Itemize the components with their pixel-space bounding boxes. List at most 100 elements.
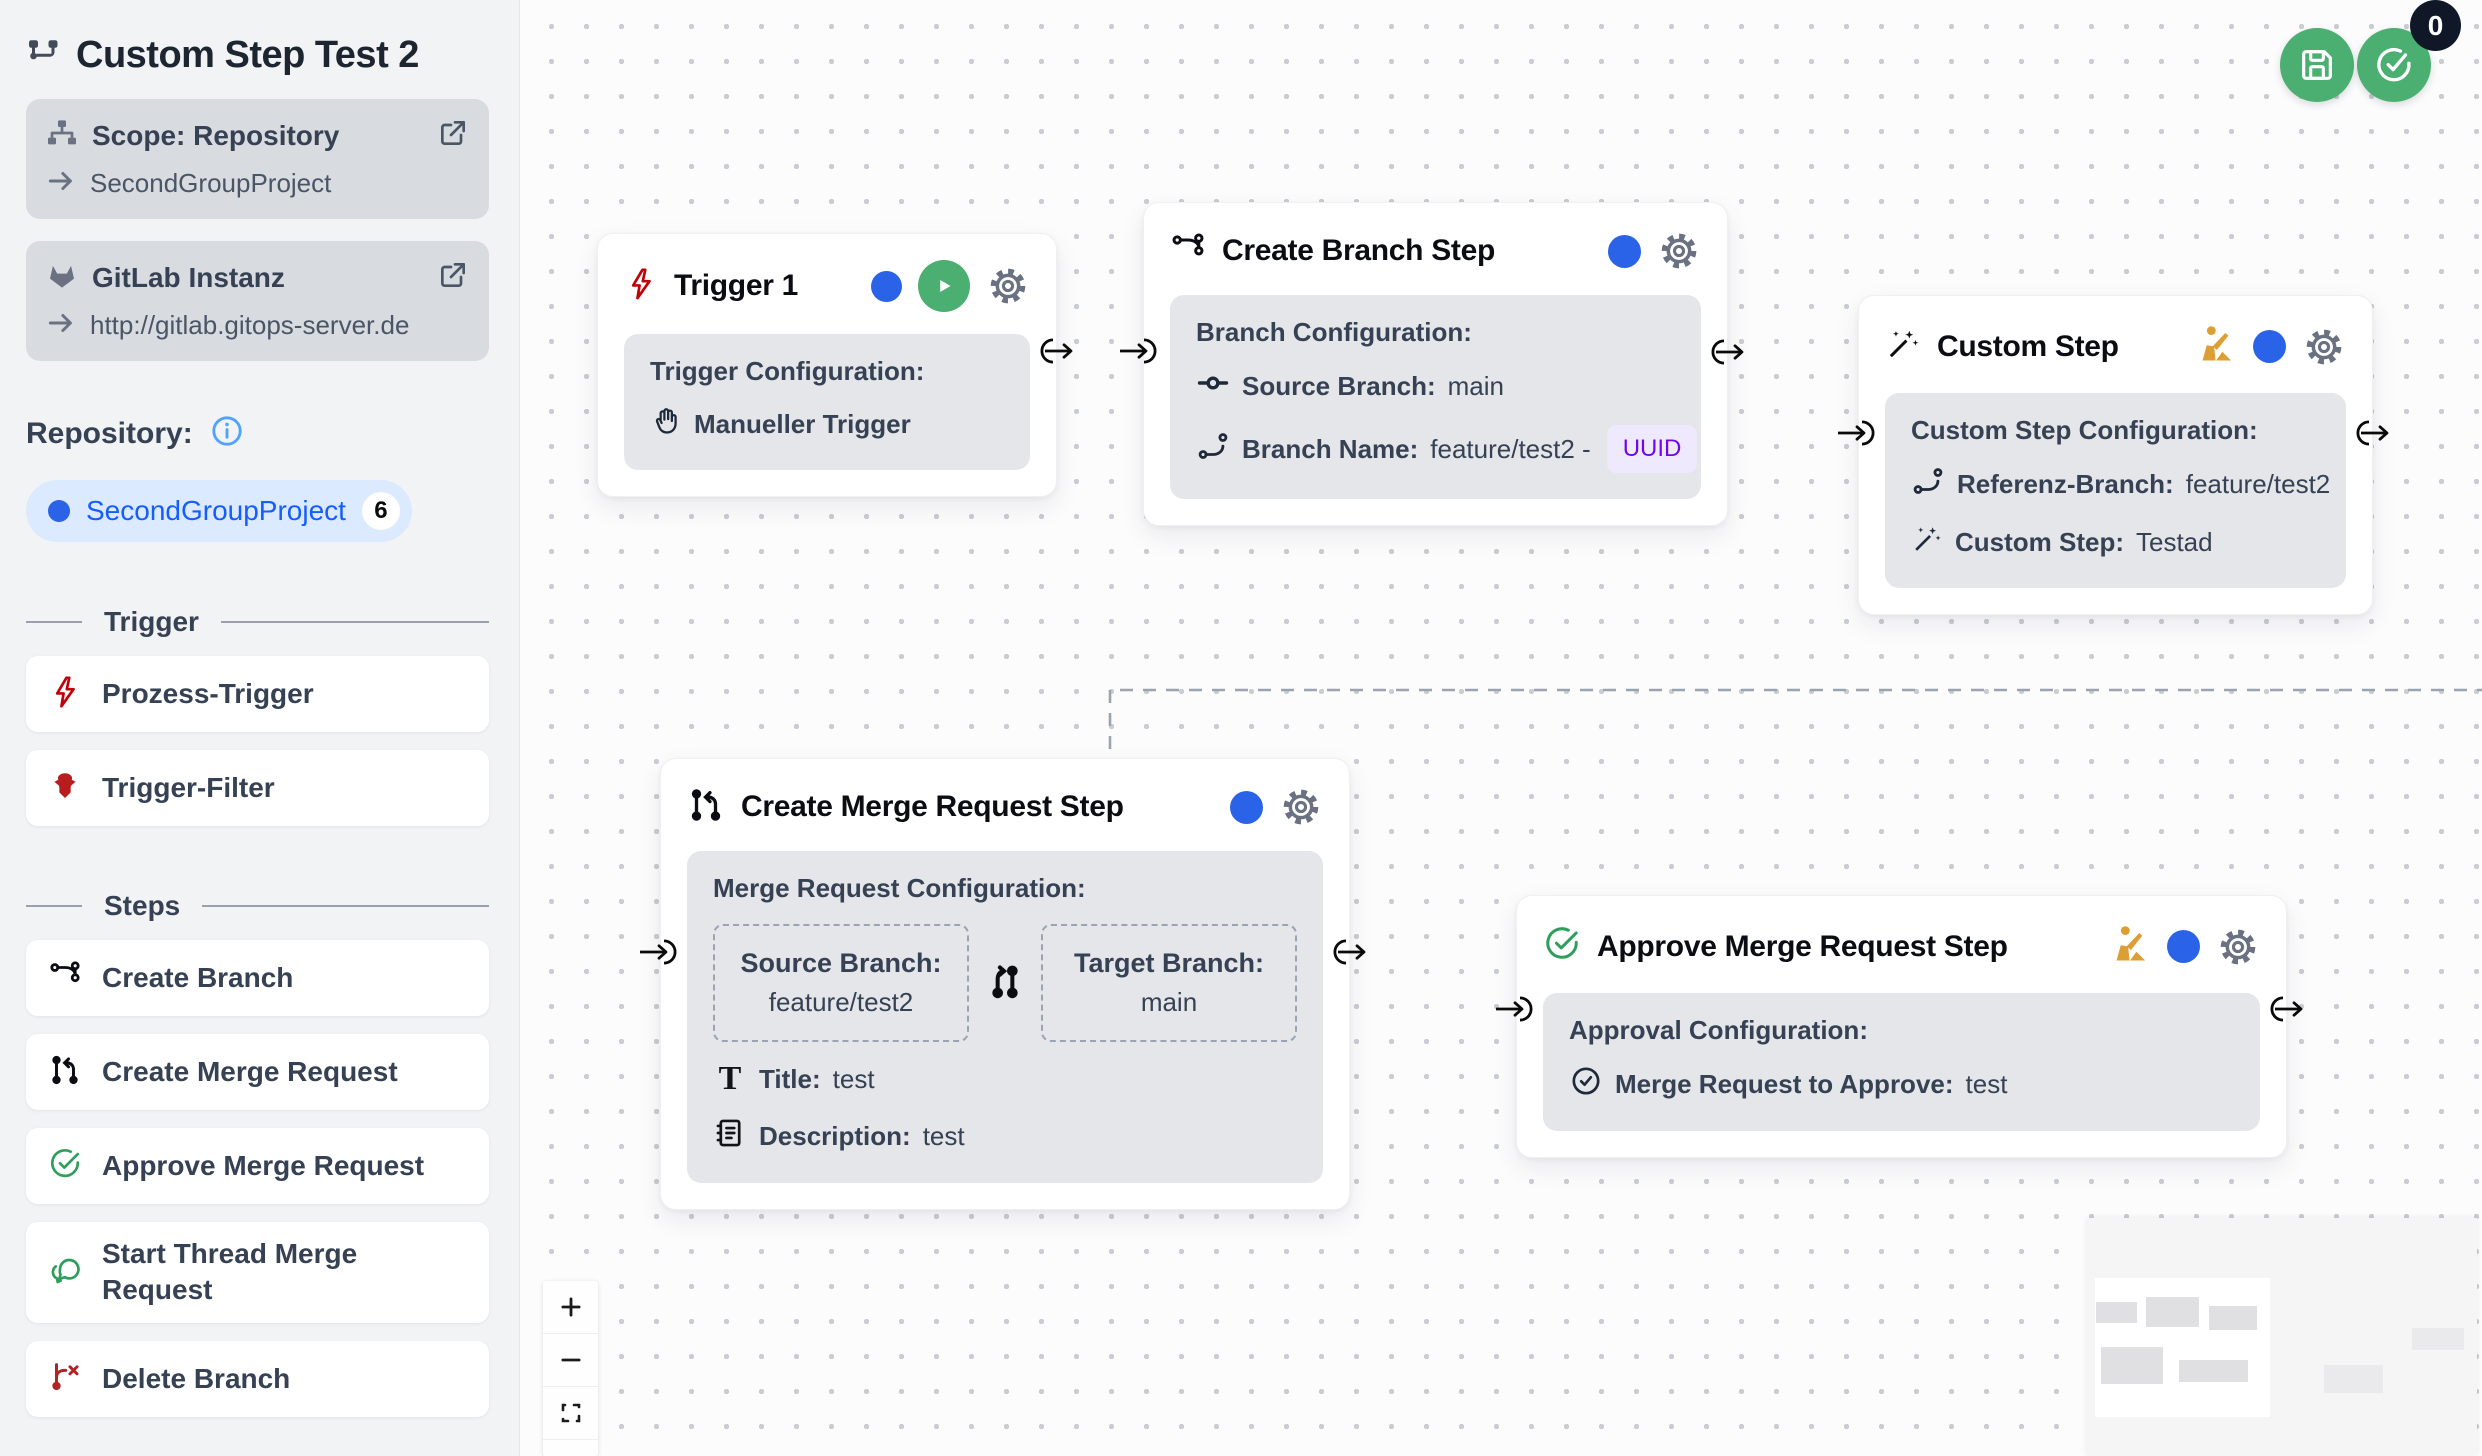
minimap-node xyxy=(2324,1365,2383,1393)
gear-icon xyxy=(1661,233,1697,269)
box-value: feature/test2 xyxy=(768,987,914,1017)
repo-count-badge: 6 xyxy=(361,492,400,530)
palette-item-label: Approve Merge Request xyxy=(102,1149,425,1181)
node-create-branch-step[interactable]: Create Branch Step Branch Configuration:… xyxy=(1143,202,1728,526)
worker-icon xyxy=(2193,322,2237,371)
magic-wand-icon xyxy=(1885,326,1921,367)
palette-item-label: Start Thread Merge Request xyxy=(102,1238,358,1306)
save-icon xyxy=(2302,50,2332,80)
run-trigger-button[interactable] xyxy=(918,260,970,312)
mr-config-panel: Merge Request Configuration: Source Bran… xyxy=(687,851,1323,1183)
play-icon xyxy=(940,280,951,292)
git-branch-icon xyxy=(1170,231,1206,272)
row-label: Referenz-Branch: xyxy=(1957,469,2174,499)
fit-view-button[interactable] xyxy=(543,1387,598,1440)
branch-small-icon xyxy=(1911,464,1945,505)
repository-label: Repository: xyxy=(26,416,193,450)
status-dot xyxy=(1608,234,1641,268)
branch-small-icon xyxy=(1196,429,1230,470)
repo-status-dot xyxy=(48,500,70,522)
gear-icon xyxy=(990,268,1026,304)
row-label: Merge Request to Approve: xyxy=(1615,1069,1954,1099)
minimap-node xyxy=(2096,1302,2137,1323)
gear-icon xyxy=(2220,929,2256,964)
save-button[interactable] xyxy=(2280,28,2354,102)
repo-name: SecondGroupProject xyxy=(86,495,346,526)
external-link-icon[interactable] xyxy=(437,117,469,154)
minimap-node xyxy=(2101,1347,2163,1384)
gitlab-card-title: GitLab Instanz xyxy=(92,261,285,293)
minus-icon xyxy=(560,1358,581,1362)
palette-item-approve-merge-request[interactable]: Approve Merge Request xyxy=(26,1128,489,1204)
commit-icon xyxy=(1196,366,1230,407)
node-title: Custom Step xyxy=(1937,329,2119,363)
row-label: Source Branch: xyxy=(1242,371,1436,401)
palette-item-create-merge-request[interactable]: Create Merge Request xyxy=(26,1034,489,1110)
minimap[interactable] xyxy=(2087,1218,2477,1456)
panel-title: Merge Request Configuration: xyxy=(713,873,1086,903)
node-settings-button[interactable] xyxy=(2302,325,2346,369)
node-settings-button[interactable] xyxy=(1657,229,1701,273)
node-approve-merge-request-step[interactable]: Approve Merge Request Step Approval Conf… xyxy=(1516,895,2287,1158)
uuid-badge: UUID xyxy=(1606,425,1698,473)
zoom-out-button[interactable] xyxy=(543,1334,598,1387)
error-count-badge: 0 xyxy=(2410,0,2461,51)
filter-icon xyxy=(48,769,82,808)
section-label: Trigger xyxy=(104,606,199,637)
merge-arrows-icon xyxy=(983,959,1027,1008)
palette-item-label: Prozess-Trigger xyxy=(102,677,314,709)
output-handle-trigger[interactable] xyxy=(1031,334,1083,368)
output-handle-custom-step[interactable] xyxy=(2347,416,2399,450)
input-handle-custom-step[interactable] xyxy=(1832,416,1884,450)
palette-item-create-branch[interactable]: Create Branch xyxy=(26,940,489,1016)
info-icon[interactable] xyxy=(209,413,245,454)
row-value: test xyxy=(832,1063,875,1094)
row-label: Description: xyxy=(759,1121,911,1151)
panel-title: Approval Configuration: xyxy=(1569,1015,1868,1045)
zoom-in-button[interactable] xyxy=(543,1281,598,1334)
section-trigger: Trigger xyxy=(26,606,489,638)
approval-config-panel: Approval Configuration: Merge Request to… xyxy=(1543,993,2260,1131)
repository-pill[interactable]: SecondGroupProject 6 xyxy=(26,480,412,542)
output-handle-create-branch[interactable] xyxy=(1702,335,1754,369)
node-settings-button[interactable] xyxy=(1279,785,1323,829)
external-link-icon[interactable] xyxy=(437,259,469,296)
minimap-node xyxy=(2412,1328,2464,1350)
source-branch-box: Source Branch: feature/test2 xyxy=(713,924,969,1042)
scope-card-value: SecondGroupProject xyxy=(90,168,332,198)
status-dot xyxy=(871,270,902,302)
node-settings-button[interactable] xyxy=(2216,925,2260,969)
node-settings-button[interactable] xyxy=(986,264,1030,308)
palette-item-label: Delete Branch xyxy=(102,1362,291,1394)
trigger-value: Manueller Trigger xyxy=(694,409,911,439)
workflow-title-row: Custom Step Test 2 xyxy=(26,34,489,77)
lock-button[interactable] xyxy=(543,1440,598,1456)
check-circle-icon xyxy=(1543,925,1581,968)
output-handle-approve-mr[interactable] xyxy=(2261,992,2313,1026)
node-custom-step[interactable]: Custom Step Custom Step Configuration: R… xyxy=(1858,295,2373,615)
palette-item-label: Trigger-Filter xyxy=(102,771,275,803)
palette-item-label: Create Merge Request xyxy=(102,1055,398,1087)
palette-item-prozess-trigger[interactable]: Prozess-Trigger xyxy=(26,656,489,732)
fit-view-icon xyxy=(561,1403,580,1423)
gear-icon xyxy=(2306,329,2342,364)
row-value: feature/test2 - xyxy=(1430,433,1591,464)
worker-icon xyxy=(2107,922,2151,971)
check-icon xyxy=(2377,48,2411,82)
palette-item-start-thread-merge-request[interactable]: Start Thread Merge Request xyxy=(26,1222,489,1323)
input-handle-create-mr[interactable] xyxy=(634,935,686,969)
row-value: test xyxy=(1965,1069,2008,1099)
output-handle-create-mr[interactable] xyxy=(1324,935,1376,969)
row-label: Branch Name: xyxy=(1242,433,1419,464)
palette-item-delete-branch[interactable]: Delete Branch xyxy=(26,1340,489,1417)
palette-item-trigger-filter[interactable]: Trigger-Filter xyxy=(26,750,489,826)
page-title: Custom Step Test 2 xyxy=(76,34,419,76)
row-label: Title: xyxy=(759,1063,821,1094)
row-label: Custom Step: xyxy=(1955,527,2124,557)
node-create-merge-request-step[interactable]: Create Merge Request Step Merge Request … xyxy=(660,758,1350,1210)
custom-step-config-panel: Custom Step Configuration: Referenz-Bran… xyxy=(1885,393,2346,588)
node-trigger-1[interactable]: Trigger 1 Trigger Configuration: Manuell… xyxy=(597,233,1057,497)
input-handle-approve-mr[interactable] xyxy=(1490,992,1542,1026)
input-handle-create-branch[interactable] xyxy=(1114,334,1166,368)
